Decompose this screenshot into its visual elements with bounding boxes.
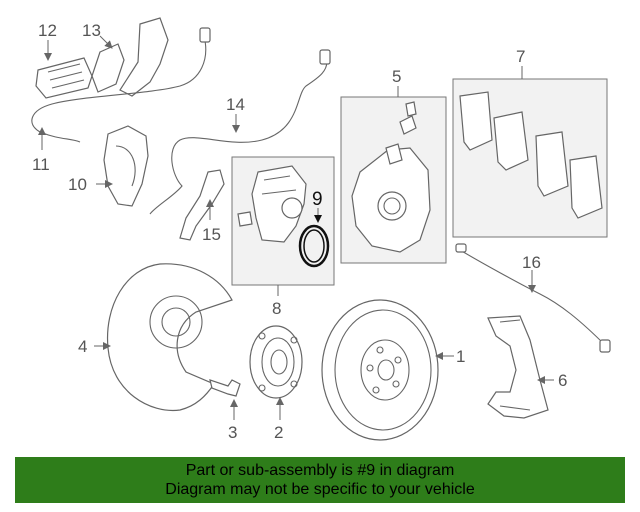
callout-1: 1 (456, 347, 465, 366)
callout-3: 3 (228, 423, 237, 442)
callout-6: 6 (558, 371, 567, 390)
notice-line-1: Part or sub-assembly is #9 in diagram (185, 462, 455, 479)
dust-shield-part (106, 263, 233, 412)
brake-pads-part (459, 91, 603, 219)
caliper-housing-part (237, 165, 307, 243)
notice-line-2: Diagram may not be specific to your vehi… (165, 481, 475, 498)
brake-caliper-part (351, 101, 431, 253)
sensor-bracket-part (35, 57, 93, 99)
callout-10: 10 (68, 175, 87, 194)
brake-hose-part (459, 249, 607, 347)
wear-sensor-cable (31, 35, 207, 143)
callout-9: 9 (312, 189, 323, 210)
callout-4: 4 (78, 337, 87, 356)
fitment-notice-banner: Part or sub-assembly is #9 in diagram Di… (15, 457, 625, 503)
wheel-hub-part (249, 325, 303, 399)
seal-ring-part-9 (298, 224, 330, 268)
callout-16: 16 (522, 253, 541, 272)
callout-12: 12 (38, 21, 57, 40)
callout-14: 14 (226, 95, 245, 114)
callout-11: 11 (32, 155, 50, 174)
callout-7: 7 (516, 47, 525, 66)
cable-bracket-part (179, 169, 225, 241)
callout-8: 8 (272, 299, 281, 318)
hub-bolt-part (209, 379, 241, 397)
caliper-bracket-part (487, 315, 549, 419)
brake-rotor-part (321, 299, 439, 441)
parts-diagram: 12 13 11 10 14 15 5 7 8 9 16 4 1 6 3 2 (31, 17, 611, 442)
backing-plate-part (103, 125, 149, 207)
callout-2: 2 (274, 423, 283, 442)
callout-5: 5 (392, 67, 401, 86)
speed-sensor-part (91, 17, 169, 97)
callout-13: 13 (82, 21, 101, 40)
callout-15: 15 (202, 225, 221, 244)
